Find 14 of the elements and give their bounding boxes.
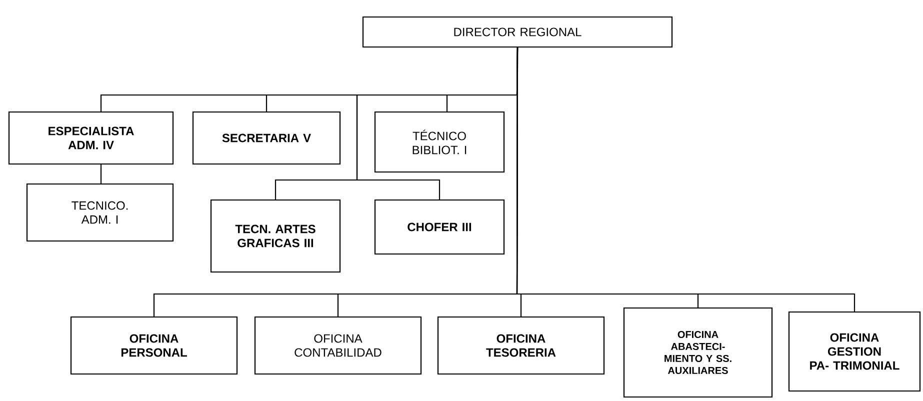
position-box: OFICINA CONTABILIDAD bbox=[254, 316, 422, 375]
position-box: TECNICO. ADM. I bbox=[26, 183, 174, 242]
position-box: TÉCNICO BIBLIOT. I bbox=[374, 111, 505, 173]
connector-line bbox=[516, 48, 856, 312]
position-box: SECRETARIA V bbox=[192, 111, 341, 165]
position-box: OFICINA PERSONAL bbox=[70, 316, 238, 375]
position-box: ESPECIALISTA ADM. IV bbox=[8, 111, 174, 165]
position-box: CHOFER III bbox=[374, 199, 505, 255]
position-box: TECN. ARTES GRAFICAS III bbox=[210, 199, 341, 273]
connector-line bbox=[100, 164, 102, 184]
position-box: OFICINA TESORERIA bbox=[437, 316, 605, 375]
position-box: DIRECTOR REGIONAL bbox=[362, 16, 673, 48]
position-box: OFICINA ABASTECI- MIENTO Y SS. AUXILIARES bbox=[623, 307, 773, 398]
position-box: OFICINA GESTION PA- TRIMONIAL bbox=[788, 311, 921, 392]
